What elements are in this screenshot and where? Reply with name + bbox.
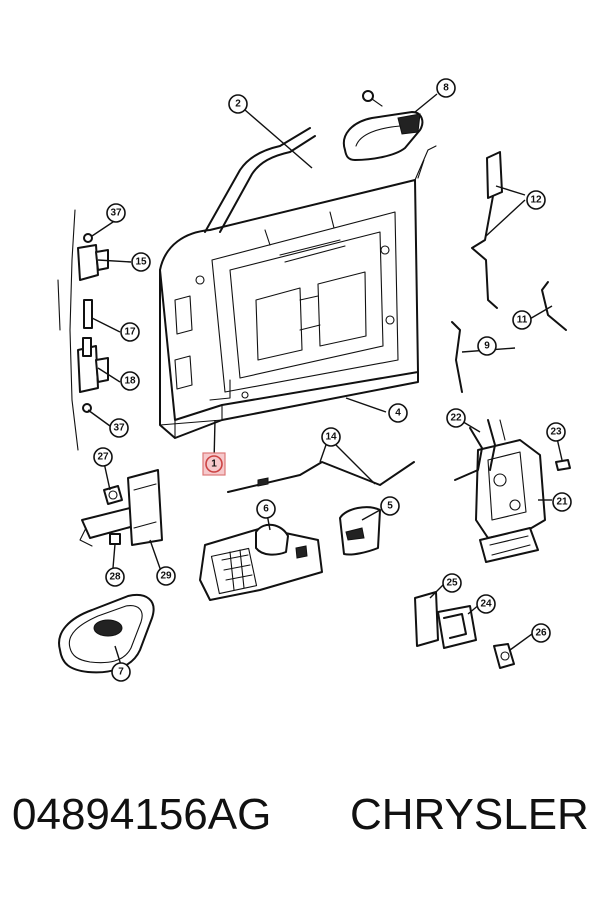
svg-text:17: 17 [124,327,136,338]
latch-striker [414,591,515,669]
door-exploded-diagram: 2 8 12 11 9 4 14 5 6 7 37 15 17 18 37 22… [57,78,572,682]
callout-24: 24 [476,594,496,614]
svg-text:15: 15 [135,257,147,268]
brand-name: CHRYSLER [350,790,589,839]
callout-6: 6 [256,499,276,519]
callout-26: 26 [531,623,551,643]
callout-9: 9 [477,336,497,356]
svg-text:24: 24 [480,599,492,610]
armrest-switch-bezel [199,523,323,601]
callout-1: 1 [202,452,226,476]
svg-text:26: 26 [535,628,547,639]
door-latch-assembly [454,419,571,563]
svg-text:1: 1 [211,459,217,470]
rod-14 [227,461,415,493]
callout-22: 22 [446,408,466,428]
svg-text:37: 37 [113,423,125,434]
callout-21: 21 [552,492,572,512]
door-hinges [57,209,109,451]
svg-text:23: 23 [550,427,562,438]
rod-11 [541,281,567,331]
svg-text:12: 12 [530,195,542,206]
callout-37-top: 37 [106,203,126,223]
svg-text:22: 22 [450,413,462,424]
callout-5: 5 [380,496,400,516]
callout-17: 17 [120,322,140,342]
door-shell [159,127,437,439]
callout-18: 18 [120,371,140,391]
callout-8: 8 [436,78,456,98]
svg-text:18: 18 [124,376,136,387]
svg-text:37: 37 [110,208,122,219]
svg-text:8: 8 [443,83,449,94]
svg-text:5: 5 [387,501,393,512]
callout-2: 2 [228,94,248,114]
svg-text:9: 9 [484,341,490,352]
callout-25: 25 [442,573,462,593]
lock-rod-12 [471,151,503,309]
svg-text:21: 21 [556,497,568,508]
caption-bar: 04894156AG CHRYSLER [0,790,600,870]
svg-text:28: 28 [109,572,121,583]
callout-15: 15 [131,252,151,272]
rod-14-clip [257,477,269,487]
svg-text:14: 14 [325,432,337,443]
svg-text:25: 25 [446,578,458,589]
svg-text:11: 11 [517,315,528,326]
callout-11: 11 [512,310,532,330]
callout-28: 28 [105,567,125,587]
callout-27: 27 [93,447,113,467]
callout-29: 29 [156,566,176,586]
callout-14: 14 [321,427,341,447]
door-seal [58,594,155,674]
svg-text:6: 6 [263,504,269,515]
callout-37-bottom: 37 [109,418,129,438]
callout-4: 4 [388,403,408,423]
callout-12: 12 [526,190,546,210]
door-check-strap [79,469,163,547]
inside-handle-bezel [339,506,381,556]
callout-7: 7 [111,662,131,682]
rod-9 [451,321,463,393]
svg-text:7: 7 [118,667,124,678]
svg-text:29: 29 [160,571,172,582]
svg-text:27: 27 [97,452,109,463]
svg-text:4: 4 [395,408,401,419]
outside-door-handle [342,90,424,161]
callout-23: 23 [546,422,566,442]
svg-text:2: 2 [235,99,241,110]
part-number: 04894156AG [12,790,272,839]
